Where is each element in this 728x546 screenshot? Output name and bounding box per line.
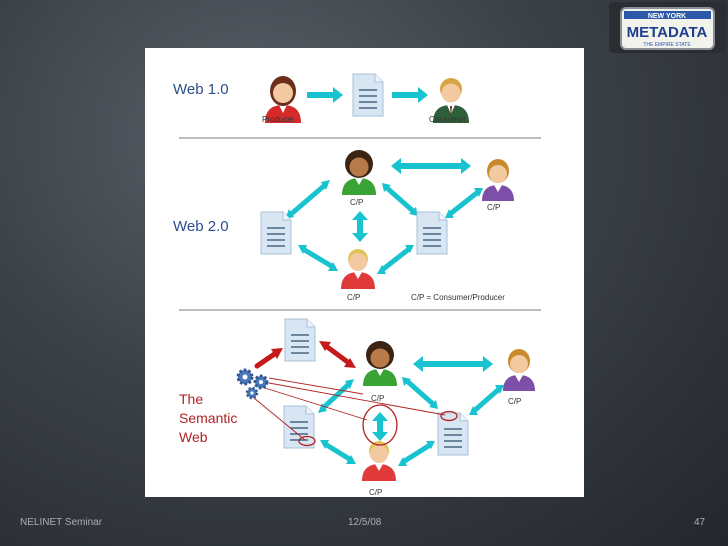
arrow-producer-to-doc — [307, 87, 343, 103]
arrow-sem-cp-bottom-doc-right — [400, 442, 433, 465]
arrow-semantic-cp-top-right — [413, 356, 493, 372]
plate-main-text: METADATA — [627, 24, 708, 41]
arrow-doc-left-cp-bottom — [300, 246, 336, 270]
footer-left: NELINET Seminar — [20, 517, 103, 528]
metadata-line-to-doc-right — [268, 382, 446, 416]
producer-person-icon — [265, 76, 301, 123]
diagram-panel: Web 1.0 Producer Consumer Web 2.0 — [145, 48, 584, 497]
web2-doc-right-icon — [416, 211, 448, 255]
arrow-sem-doc-left-cp-bottom — [322, 441, 354, 463]
metadata-line-to-doc-left — [253, 397, 306, 441]
arrow-cp-top-right — [391, 158, 471, 174]
producer-label: Producer — [262, 115, 295, 124]
consumer-person-icon — [433, 78, 469, 123]
metadata-plate-logo: NEW YORK METADATA THE EMPIRE STATE — [609, 2, 726, 53]
semantic-doc-top-icon — [284, 318, 316, 362]
highlight-ring-doc-left — [298, 435, 316, 447]
arrow-doc-to-cp-top-red — [324, 343, 351, 366]
semantic-cp-top-label: C/P — [371, 394, 384, 403]
plate-top-text: NEW YORK — [648, 13, 686, 20]
footer-date: 12/5/08 — [348, 517, 382, 528]
cp-right-person-icon — [482, 159, 514, 201]
arrow-cp-bottom-doc-right — [379, 246, 412, 273]
semantic-cp-bottom-label: C/P — [369, 488, 382, 497]
arrow-sem-cp-top-doc-right — [404, 378, 436, 407]
highlight-ring-doc-right — [440, 410, 458, 422]
semantic-title-line-3: Web — [179, 429, 208, 445]
arrow-doc-to-consumer — [392, 87, 428, 103]
semantic-cp-right-person-icon — [503, 349, 535, 391]
web1-title: Web 1.0 — [173, 81, 229, 98]
arrow-semantic-cp-vertical — [372, 412, 388, 441]
cp-bottom-person-icon — [341, 249, 375, 289]
cp-legend: C/P = Consumer/Producer — [411, 293, 505, 302]
arrow-doc-left-cp-top — [287, 182, 328, 218]
semantic-title-line-2: Semantic — [179, 410, 237, 426]
web2-title: Web 2.0 — [173, 218, 229, 235]
arrow-cp-top-bottom — [352, 211, 368, 242]
arrow-sem-doc-left-cp-top — [320, 381, 352, 411]
cp-top-person-icon — [342, 150, 376, 195]
arrow-gears-to-doc — [254, 350, 279, 369]
semantic-title-line-1: The — [179, 391, 203, 407]
plate-bottom-text: THE EMPIRE STATE — [643, 42, 691, 48]
arrow-cp-top-doc-right — [384, 185, 416, 214]
metadata-line-to-vertical — [264, 387, 368, 421]
web2-doc-left-icon — [260, 211, 292, 255]
highlight-ring-cp-vertical — [362, 404, 398, 446]
semantic-cp-bottom-person-icon — [362, 441, 396, 481]
web1-document-icon — [352, 73, 384, 117]
gears-icon — [236, 368, 269, 400]
arrow-sem-cp-right-doc-right — [471, 386, 502, 414]
cp-bottom-label: C/P — [347, 293, 360, 302]
arrow-cp-right-doc-right — [447, 189, 481, 217]
cp-right-label: C/P — [487, 203, 500, 212]
consumer-label: Consumer — [429, 115, 466, 124]
semantic-cp-right-label: C/P — [508, 397, 521, 406]
cp-top-label: C/P — [350, 198, 363, 207]
metadata-line-to-cp-top — [268, 377, 364, 395]
semantic-cp-top-person-icon — [363, 341, 397, 386]
footer-page-number: 47 — [694, 517, 706, 528]
